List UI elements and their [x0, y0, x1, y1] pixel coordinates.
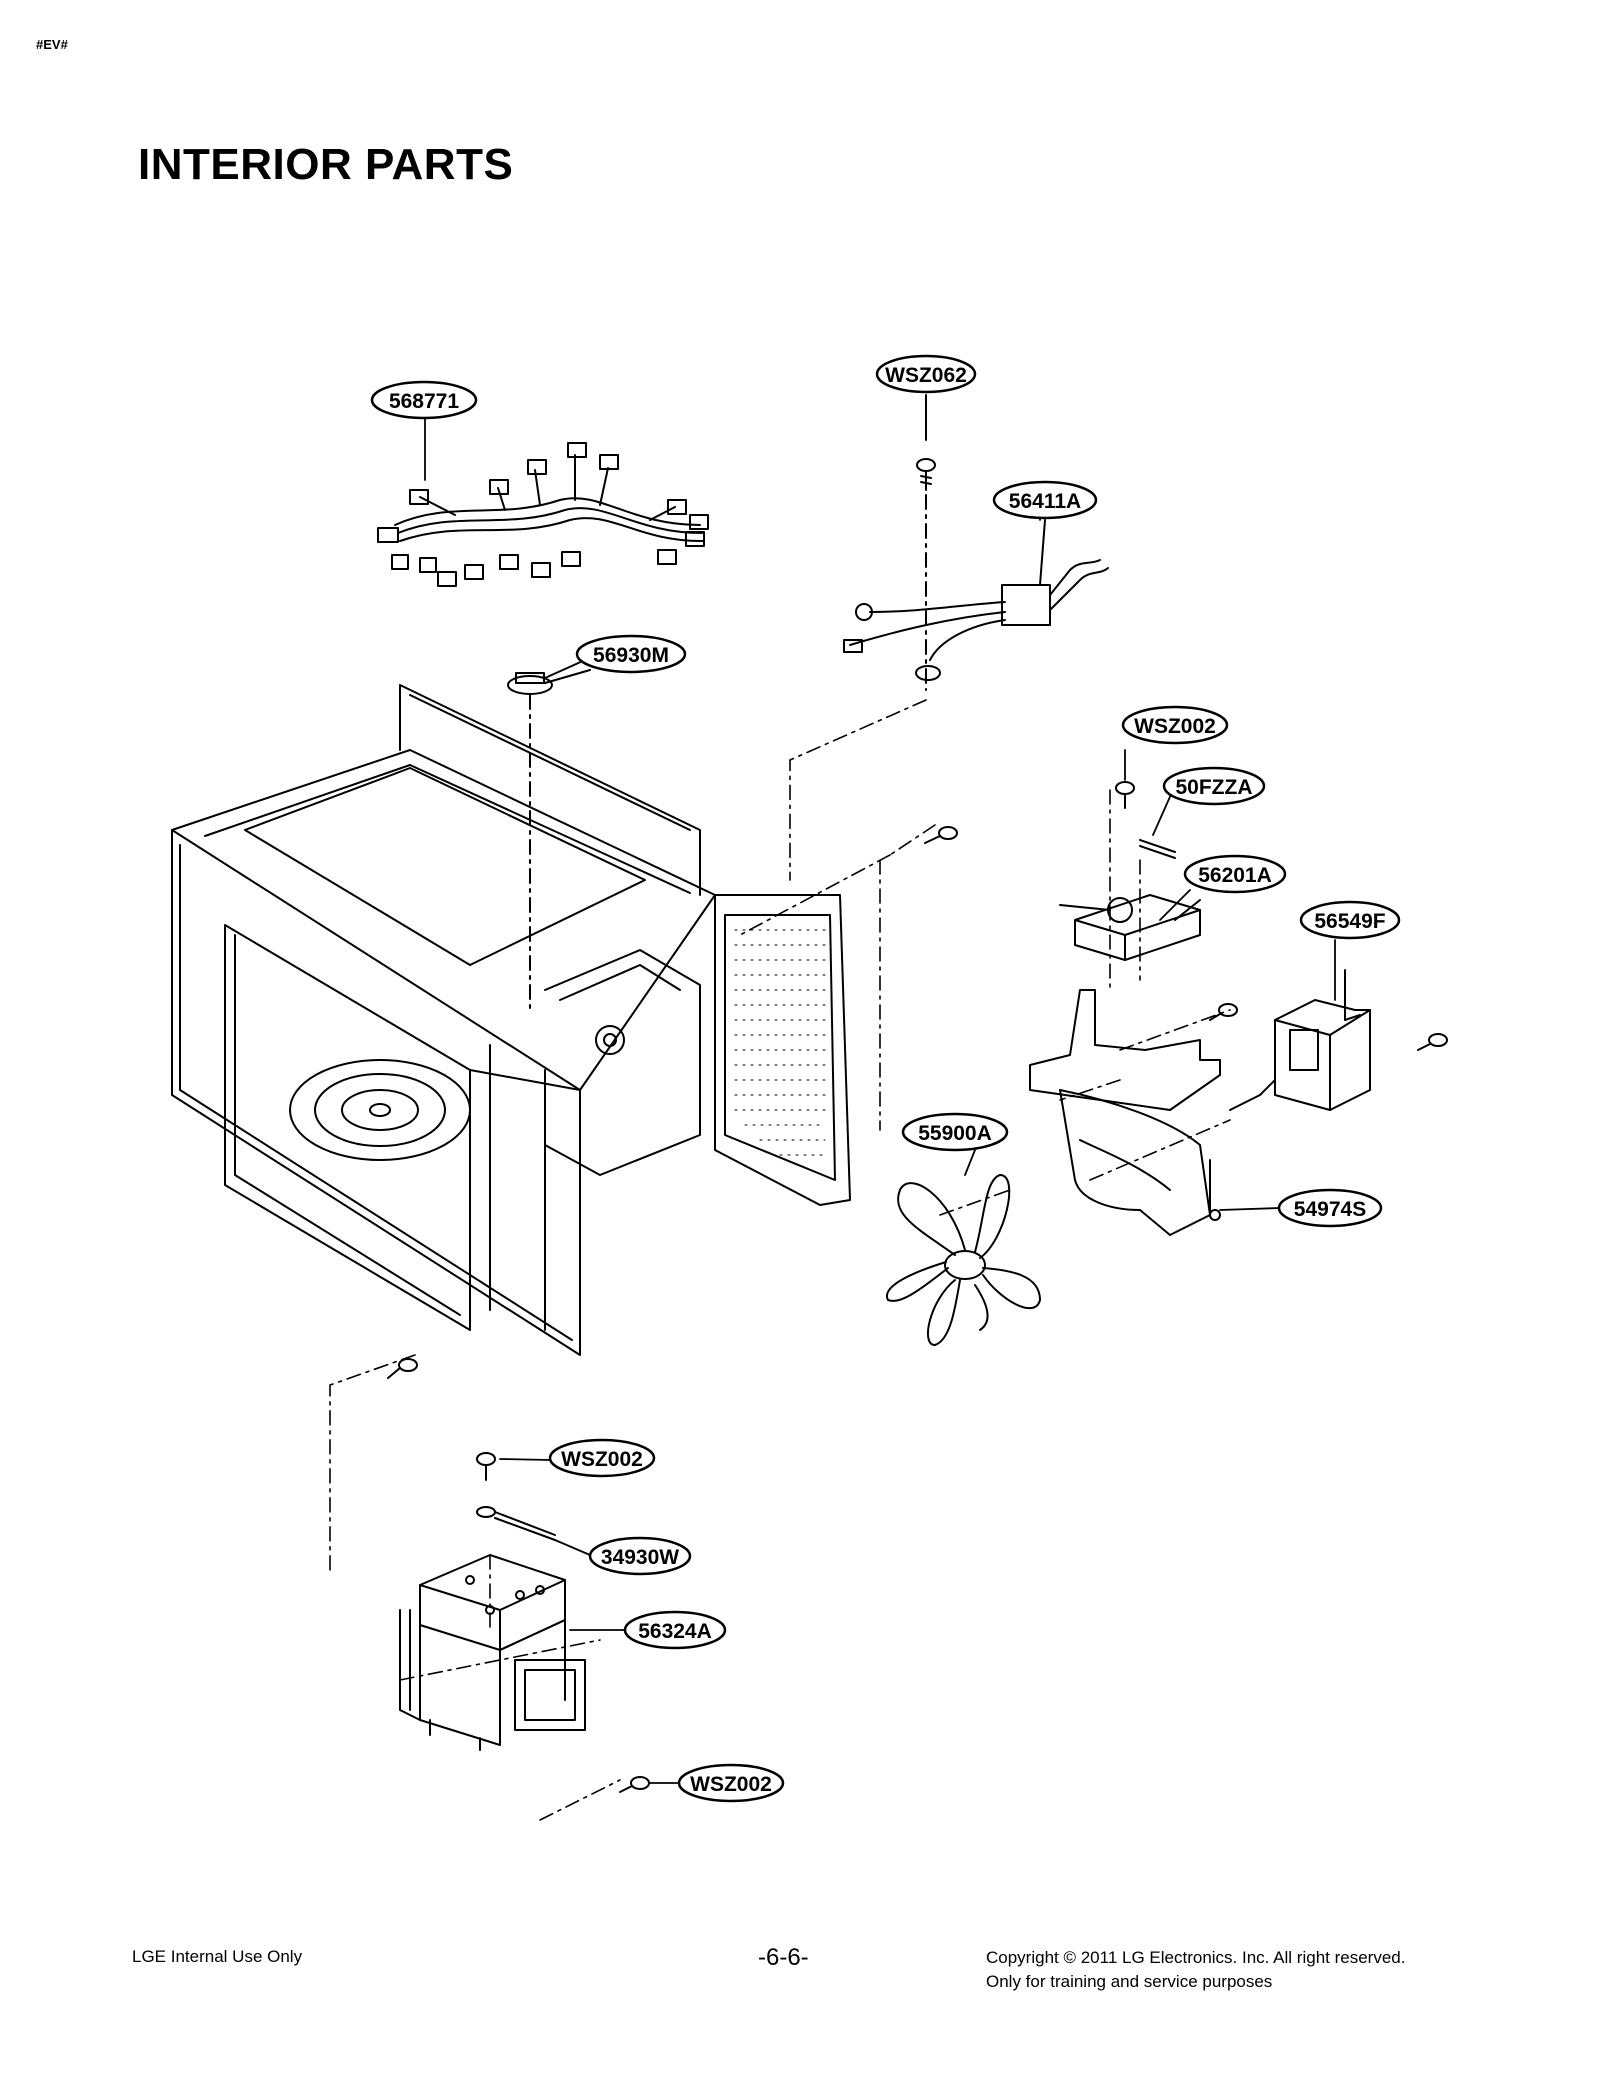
- callout-wsz002-bottom: WSZ002: [677, 1763, 785, 1803]
- footer-copyright: Copyright © 2011 LG Electronics. Inc. Al…: [986, 1946, 1405, 1994]
- callout-56324a: 56324A: [623, 1610, 727, 1650]
- callout-label: 56201A: [1198, 864, 1272, 887]
- fan-duct-drawing: [1029, 989, 1221, 1236]
- power-cord-drawing: [843, 519, 1109, 681]
- callout-label: 56930M: [593, 644, 669, 667]
- callout-50fzza: 50FZZA: [1162, 766, 1266, 806]
- callout-label: 34930W: [601, 1546, 679, 1569]
- magnetron-drawing: [399, 1506, 586, 1751]
- callout-label: 55900A: [918, 1122, 992, 1145]
- callout-55900a: 55900A: [901, 1112, 1009, 1152]
- callout-label: WSZ002: [561, 1448, 643, 1471]
- page-number: -6-6-: [758, 1944, 809, 1971]
- screws-drawing: [387, 781, 1448, 1793]
- fan-blade-drawing: [886, 1174, 1041, 1346]
- callout-label: 56411A: [1009, 490, 1081, 513]
- callout-label: 54974S: [1294, 1198, 1366, 1221]
- fuse-holder-drawing: [1059, 839, 1201, 961]
- callout-label: WSZ002: [690, 1773, 772, 1796]
- footer-internal-use: LGE Internal Use Only: [132, 1947, 303, 1966]
- fan-motor-drawing: [1229, 969, 1371, 1111]
- callout-label: WSZ002: [1134, 715, 1216, 738]
- copyright-line: Copyright © 2011 LG Electronics. Inc. Al…: [986, 1948, 1406, 1967]
- assembly-guide-lines: [329, 699, 1231, 1821]
- callout-56549f: 56549F: [1299, 900, 1401, 940]
- callout-label: WSZ062: [885, 364, 967, 387]
- callout-wsz002-mid: WSZ002: [548, 1438, 656, 1478]
- callout-label: 56549F: [1314, 910, 1385, 933]
- leader-lines: [424, 417, 1336, 1784]
- document-tag: #EV#: [36, 37, 68, 52]
- training-notice: Only for training and service purposes: [986, 1972, 1273, 1991]
- screw-wsz062-drawing: [916, 394, 936, 691]
- thermostat-drawing: [507, 669, 591, 1011]
- page-title: INTERIOR PARTS: [138, 140, 514, 189]
- callout-54974s: 54974S: [1277, 1188, 1383, 1228]
- callout-56201a: 56201A: [1183, 854, 1287, 894]
- callout-568771: 568771: [370, 380, 478, 420]
- callout-56930m: 56930M: [575, 634, 687, 674]
- callout-56411a: 56411A: [992, 480, 1098, 520]
- callout-wsz062: WSZ062: [875, 354, 977, 394]
- perforation-pattern: [734, 929, 826, 1156]
- callout-wsz002-top: WSZ002: [1121, 705, 1229, 745]
- callout-label: 56324A: [638, 1620, 712, 1643]
- callout-label: 568771: [389, 390, 459, 413]
- wire-harness-drawing: [377, 442, 709, 587]
- callout-label: 50FZZA: [1175, 776, 1252, 799]
- callout-34930w: 34930W: [588, 1536, 692, 1576]
- oven-cavity-drawing: [171, 684, 851, 1356]
